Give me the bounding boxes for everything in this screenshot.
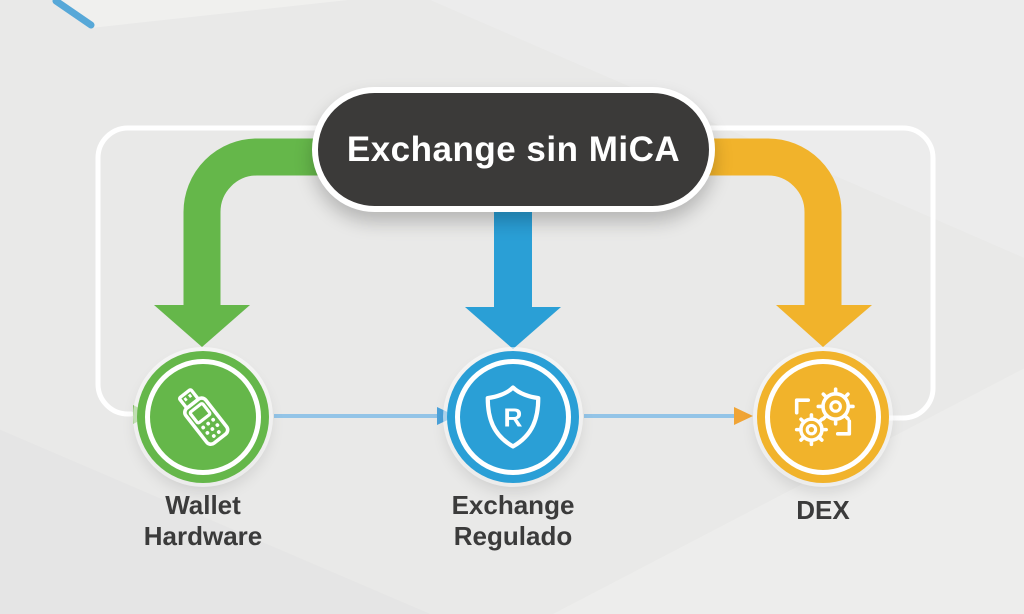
label-line: Regulado xyxy=(453,521,573,551)
label-wallet-hardware: Wallet Hardware xyxy=(93,490,313,552)
node-dex xyxy=(757,351,889,483)
connector-arrowhead-blue-icon xyxy=(437,407,456,425)
arrow-to-wallet xyxy=(183,138,340,307)
arrow-to-wallet-head-icon xyxy=(154,305,250,347)
label-dex: DEX xyxy=(713,495,933,526)
node-exchange-regulado: R xyxy=(447,351,579,483)
hardware-wallet-icon xyxy=(178,388,230,447)
shield-r-icon: R xyxy=(485,385,541,449)
diagram-title: Exchange sin MiCA xyxy=(346,129,681,169)
shield-letter: R xyxy=(504,402,523,432)
arrow-to-dex-head-icon xyxy=(776,305,872,347)
teal-accent-line xyxy=(52,0,95,29)
node-ring xyxy=(455,359,571,475)
connector-arrowhead-orange-icon xyxy=(734,407,753,425)
label-line: Hardware xyxy=(143,521,263,551)
arrow-to-exchange-head-icon xyxy=(465,307,561,349)
node-ring xyxy=(145,359,261,475)
arrow-to-dex xyxy=(686,138,842,307)
node-ring xyxy=(765,359,881,475)
label-exchange-regulado: Exchange Regulado xyxy=(403,490,623,552)
node-wallet-hardware xyxy=(137,351,269,483)
label-line: Exchange xyxy=(451,490,575,520)
label-line: Wallet xyxy=(165,490,241,520)
label-line: DEX xyxy=(796,495,850,525)
gears-icon xyxy=(794,387,855,447)
title-pill: Exchange sin MiCA xyxy=(312,87,715,212)
